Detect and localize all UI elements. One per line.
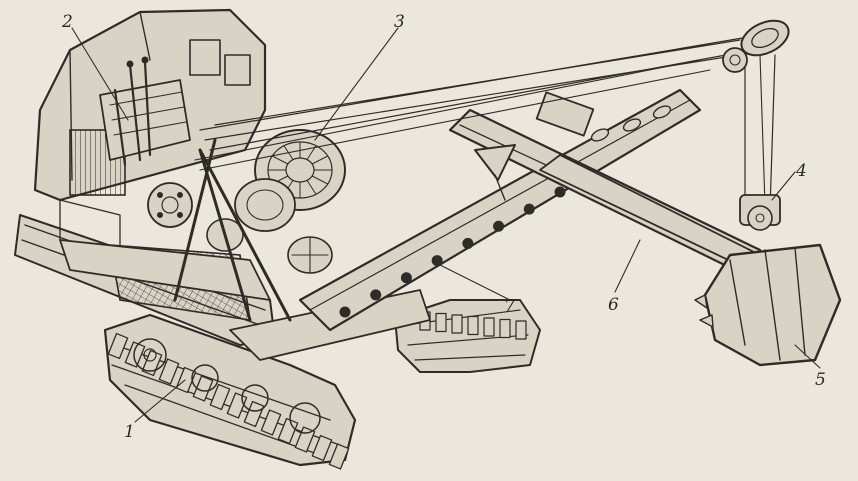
track-shoe xyxy=(435,312,447,333)
drum-spoke xyxy=(311,155,329,165)
track-shoe xyxy=(328,443,350,470)
callout-leaders xyxy=(71,27,821,423)
dipper-slot xyxy=(590,128,610,142)
dipper-padlock-sheave xyxy=(739,194,781,231)
callout-2: 2 xyxy=(61,12,73,32)
dipper-slot xyxy=(652,105,672,119)
boom-hole xyxy=(493,220,505,232)
boom-hole xyxy=(554,186,566,198)
track-shoe xyxy=(311,434,333,462)
track-shoe xyxy=(294,426,316,453)
track-shoes xyxy=(107,311,527,470)
drum-spoke xyxy=(306,179,317,195)
boom-point-sheave xyxy=(722,19,790,73)
drum-spoke xyxy=(271,155,289,165)
dipper-slots xyxy=(590,105,672,142)
boom-hole xyxy=(462,237,474,249)
dipper-bucket xyxy=(694,243,842,367)
track-shoe xyxy=(260,409,282,436)
callout-7: 7 xyxy=(504,297,515,317)
track-shoe xyxy=(277,417,299,445)
boom-hole xyxy=(523,203,535,215)
boom-hole xyxy=(339,306,351,318)
track-shoe xyxy=(209,383,231,411)
drum-spokes xyxy=(267,141,333,199)
crawler-track xyxy=(103,299,541,470)
callout-1: 1 xyxy=(124,422,135,442)
drum-spoke xyxy=(311,175,329,185)
track-shoe xyxy=(515,320,527,340)
callout-6: 6 xyxy=(608,295,619,315)
dipper-slot xyxy=(622,118,642,132)
callout-4: 4 xyxy=(795,161,807,181)
track-shoe xyxy=(483,317,495,337)
track-shoe xyxy=(499,318,511,339)
boom-hole xyxy=(400,272,412,284)
hoist-machinery xyxy=(99,39,346,322)
boom xyxy=(298,88,702,332)
track-shoe xyxy=(175,366,197,394)
track-shoe xyxy=(158,358,180,385)
callout-3: 3 xyxy=(394,12,405,32)
dipper-stick xyxy=(448,91,762,277)
track-shoe xyxy=(107,332,129,360)
hoist-ropes xyxy=(194,34,781,211)
track-shoe xyxy=(467,315,479,336)
callout-5: 5 xyxy=(815,370,826,390)
boom-hole xyxy=(370,289,382,301)
track-shoe xyxy=(243,400,265,428)
boom-lightening-holes xyxy=(339,186,566,318)
boom-hole xyxy=(431,255,443,267)
track-shoe xyxy=(451,314,463,334)
